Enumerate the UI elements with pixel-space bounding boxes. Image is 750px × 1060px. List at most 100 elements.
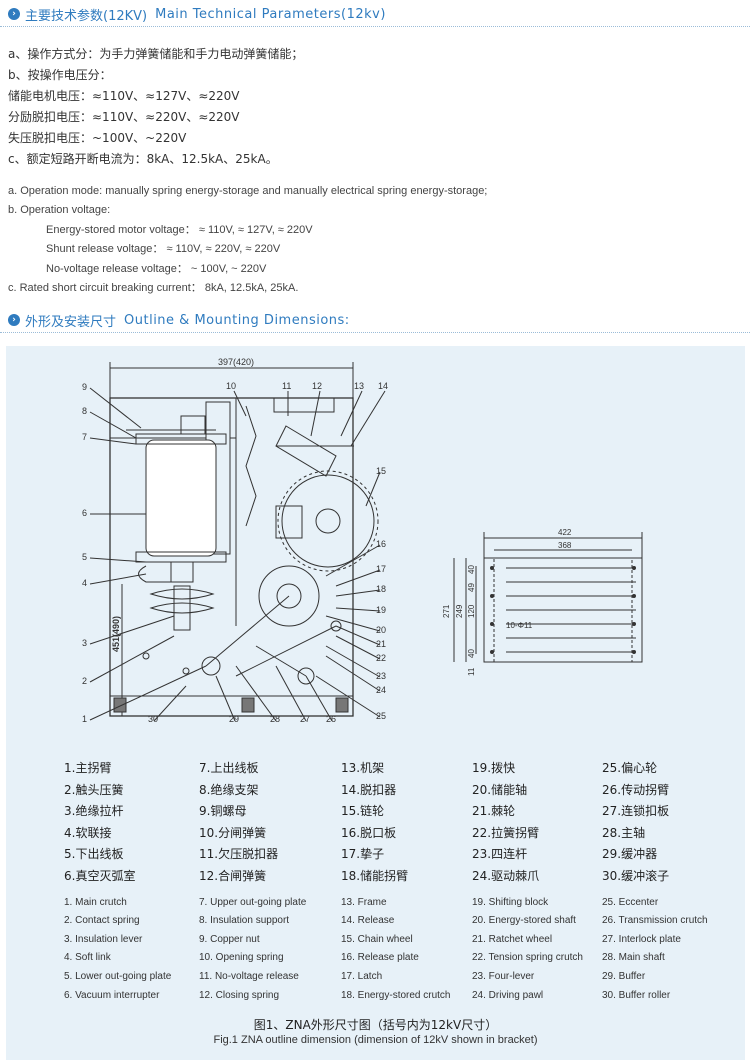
legend-item-cn: 6.真空灭弧室 [64, 868, 136, 883]
legend-item-cn: 5.下出线板 [64, 847, 124, 862]
legend-item-cn: 13.机架 [341, 761, 385, 775]
callout-label: 8 [82, 406, 87, 416]
callout-label: 5 [82, 552, 87, 562]
mount-dimension: 49 [467, 583, 476, 592]
cn-line: 分励脱扣电压：≈110V、≈220V、≈220V [8, 110, 240, 124]
legend-item-cn: 1.主拐臂 [64, 761, 112, 775]
legend-item-cn: 29.缓冲器 [602, 847, 658, 862]
callout-label: 11 [282, 381, 291, 391]
legend-item-cn: 14.脱扣器 [341, 782, 397, 797]
legend-item-cn: 20.储能轴 [472, 782, 528, 797]
callout-label: 17 [376, 564, 386, 574]
callout-label: 13 [354, 381, 364, 391]
en-line: a. Operation mode: manually spring energ… [8, 185, 488, 197]
cn-line: a、操作方式分：为手力弹簧储能和手力电动弹簧储能； [8, 47, 304, 61]
mount-dimension: 11 [467, 667, 476, 676]
legend-item-en: 30. Buffer roller [602, 989, 671, 1001]
legend-item-cn: 25.偏心轮 [602, 761, 658, 775]
legend-item-en: 16. Release plate [341, 952, 419, 964]
figure-panel: 397(420) 451(490) 9 8 7 6 5 4 3 2 1 10 1… [6, 346, 745, 1060]
callout-label: 12 [312, 381, 322, 391]
section-title-cn: 外形及安装尺寸 [25, 314, 117, 330]
legend-item-cn: 9.铜螺母 [199, 804, 247, 819]
legend-item-en: 14. Release [341, 915, 395, 927]
legend-item-cn: 17.挚子 [341, 847, 385, 862]
legend-item-en: 1. Main crutch [64, 896, 127, 908]
en-line: c. Rated short circuit breaking current：… [8, 281, 299, 294]
section-divider [0, 26, 750, 27]
en-line: Shunt release voltage： ≈ 110V, ≈ 220V, ≈… [46, 243, 281, 256]
legend-column: 1.主拐臂 2.触头压簧 3.绝缘拉杆 4.软联接 5.下出线板 6.真空灭弧室… [64, 758, 171, 1005]
legend-item-en: 6. Vacuum interrupter [64, 989, 160, 1001]
legend-column: 19.拨快 20.储能轴 21.棘轮 22.拉簧拐臂 23.四连杆 24.驱动棘… [472, 758, 583, 1005]
legend-item-cn: 11.欠压脱扣器 [199, 847, 279, 862]
callout-label: 29 [229, 714, 239, 724]
en-line: Energy-stored motor voltage： ≈ 110V, ≈ 1… [46, 223, 313, 236]
legend-item-cn: 30.缓冲滚子 [602, 868, 670, 883]
legend-column: 25.偏心轮 26.传动拐臂 27.连锁扣板 28.主轴 29.缓冲器 30.缓… [602, 758, 708, 1005]
legend-item-en: 24. Driving pawl [472, 989, 544, 1001]
mount-dimension: 368 [558, 541, 572, 550]
callout-label: 20 [376, 625, 386, 635]
dimension-height: 451(490) [111, 616, 121, 652]
callout-label: 21 [376, 639, 386, 649]
mount-dimension: 40 [467, 565, 476, 574]
figure-caption-en: Fig.1 ZNA outline dimension (dimension o… [213, 1034, 538, 1046]
legend-item-en: 12. Closing spring [199, 989, 280, 1001]
callout-label: 2 [82, 676, 87, 686]
legend-item-en: 13. Frame [341, 896, 387, 908]
mount-hole-label: 10-Φ11 [506, 621, 533, 630]
mount-dimension: 422 [558, 528, 572, 537]
callout-label: 27 [300, 714, 310, 724]
section-title-en: Outline & Mounting Dimensions: [124, 312, 350, 328]
mount-dimension: 40 [467, 649, 476, 658]
callout-label: 16 [376, 539, 386, 549]
callout-label: 15 [376, 466, 386, 476]
legend-item-cn: 4.软联接 [64, 825, 112, 840]
legend-item-en: 23. Four-lever [472, 970, 535, 982]
legend-item-cn: 21.棘轮 [472, 804, 516, 819]
legend-item-en: 28. Main shaft [602, 952, 665, 964]
legend-item-cn: 16.脱口板 [341, 825, 397, 840]
legend-item-en: 21. Ratchet wheel [472, 933, 553, 945]
legend-item-cn: 23.四连杆 [472, 847, 528, 862]
dimension-width: 397(420) [218, 357, 254, 367]
legend-item-en: 10. Opening spring [199, 952, 284, 964]
callout-label: 4 [82, 578, 87, 588]
section-title-cn: 主要技术参数(12KV) [25, 8, 148, 24]
legend-item-cn: 2.触头压簧 [64, 782, 124, 797]
callout-label: 6 [82, 508, 87, 518]
callout-label: 18 [376, 584, 386, 594]
callout-label: 1 [82, 714, 87, 724]
legend-item-en: 9. Copper nut [199, 933, 260, 945]
circle-arrow-icon: › [8, 314, 20, 326]
legend-item-en: 26. Transmission crutch [602, 915, 708, 927]
legend-item-en: 5. Lower out-going plate [64, 970, 172, 982]
figure-caption-cn: 图1、ZNA外形尺寸图（括号内为12kV尺寸） [253, 1018, 498, 1032]
callout-label: 24 [376, 685, 386, 695]
legend-item-en: 27. Interlock plate [602, 933, 681, 945]
callout-label: 19 [376, 605, 386, 615]
legend-item-cn: 24.驱动棘爪 [472, 868, 540, 883]
mount-dimension: 271 [442, 604, 451, 618]
legend-item-cn: 3.绝缘拉杆 [64, 804, 124, 819]
callout-label: 14 [378, 381, 388, 391]
callout-label: 3 [82, 638, 87, 648]
legend-item-cn: 22.拉簧拐臂 [472, 825, 540, 840]
callout-label: 30 [148, 714, 158, 724]
circle-arrow-icon: › [8, 8, 20, 20]
legend-column: 13.机架 14.脱扣器 15.链轮 16.脱口板 17.挚子 18.储能拐臂 … [341, 758, 451, 1005]
legend-item-en: 22. Tension spring crutch [472, 952, 583, 964]
callout-label: 28 [270, 714, 280, 724]
legend-item-cn: 15.链轮 [341, 804, 385, 819]
callout-label: 25 [376, 711, 386, 721]
legend-item-en: 20. Energy-stored shaft [472, 915, 576, 927]
legend-item-cn: 12.合闸弹簧 [199, 868, 267, 883]
legend-item-cn: 10.分闸弹簧 [199, 825, 267, 840]
mount-dimension: 249 [455, 604, 464, 618]
legend-item-en: 29. Buffer [602, 970, 646, 982]
section-title-en: Main Technical Parameters(12kv) [155, 6, 386, 22]
mount-dimension: 120 [467, 604, 476, 618]
cn-line: b、按操作电压分： [8, 68, 112, 82]
legend-item-en: 11. No-voltage release [199, 970, 299, 982]
